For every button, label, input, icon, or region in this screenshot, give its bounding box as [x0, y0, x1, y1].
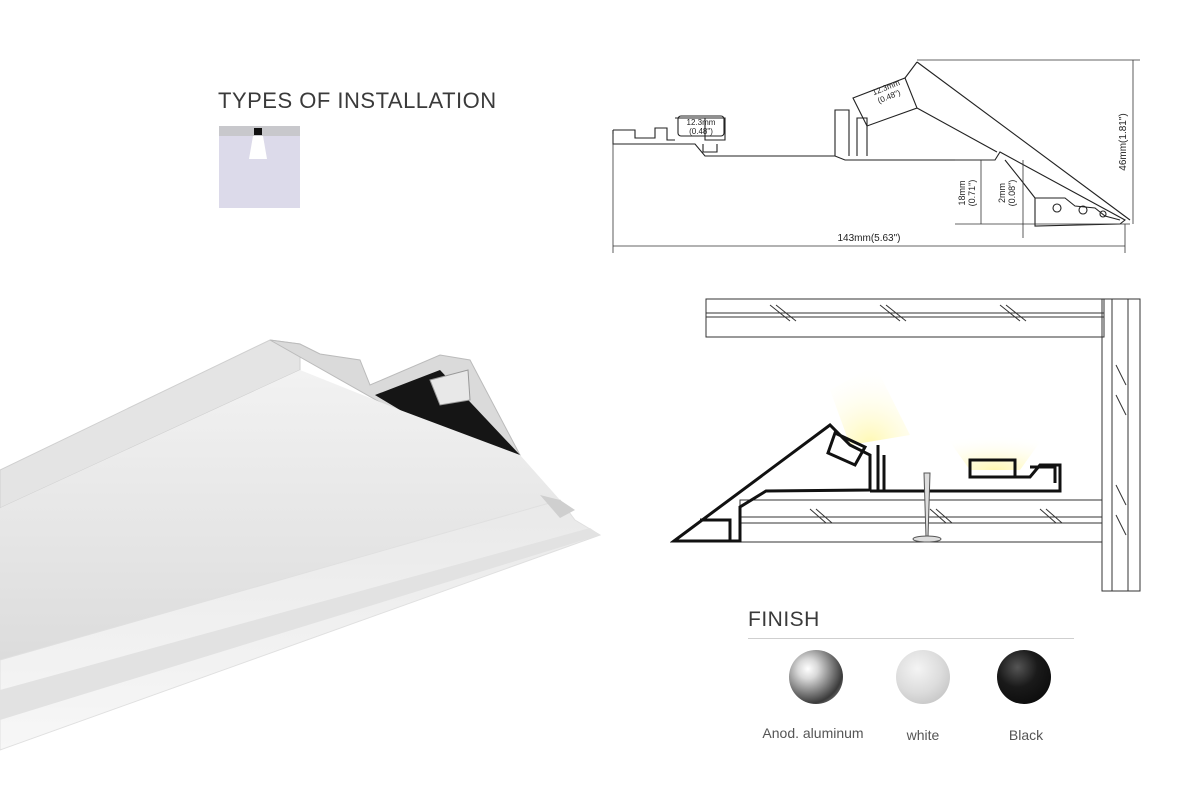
installation-title: TYPES OF INSTALLATION	[218, 88, 497, 113]
step-dimension-in: (0.71")	[967, 180, 977, 207]
installation-scene-drawing	[670, 298, 1141, 592]
height-dimension: 46mm(1.81")	[1118, 113, 1129, 170]
ceiling-install-icon	[219, 126, 300, 208]
black-label: Black	[1008, 727, 1044, 743]
led-channel-1-mm: 12.3mm	[687, 118, 716, 127]
led-channel-1-in: (0.48")	[689, 127, 713, 136]
black-swatch	[997, 650, 1051, 704]
width-dimension: 143mm(5.63")	[837, 233, 900, 244]
gap-dimension-mm: 2mm	[997, 183, 1007, 203]
step-dimension-mm: 18mm	[957, 180, 967, 205]
gap-dimension-in: (0.08")	[1007, 180, 1017, 207]
finish-divider	[748, 638, 1074, 639]
anodized-aluminum-label: Anod. aluminum	[762, 725, 864, 741]
finish-title: FINISH	[748, 608, 820, 631]
profile-product-render	[0, 339, 602, 751]
profile-dimension-drawing: 143mm(5.63") 46mm(1.81") 18mm (0.71") 2m…	[612, 59, 1140, 253]
white-label: white	[906, 727, 940, 743]
white-swatch	[896, 650, 950, 704]
anodized-aluminum-swatch	[789, 650, 843, 704]
